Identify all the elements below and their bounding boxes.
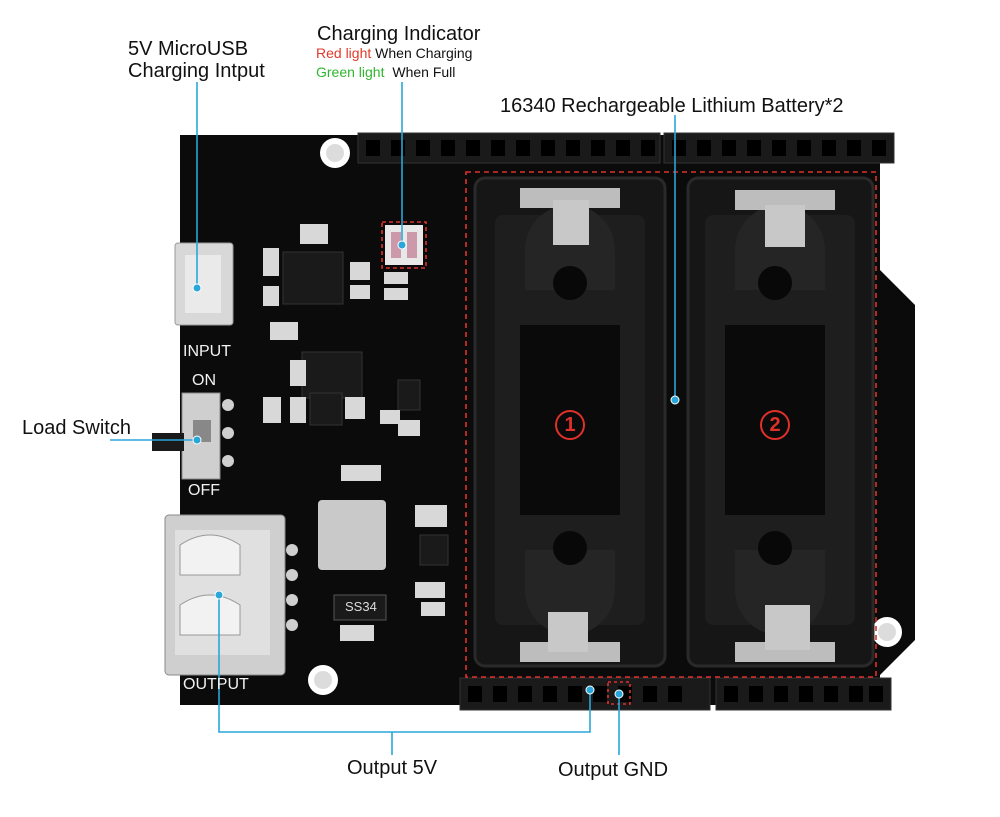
when-full-text: When Full: [392, 64, 456, 80]
green-light-text: Green light: [316, 64, 385, 80]
battery-slot-1-number: 1: [555, 410, 585, 440]
red-light-text: Red light: [316, 45, 372, 61]
silk-on: ON: [192, 372, 216, 389]
transistor: [419, 534, 449, 566]
transistor: [397, 379, 421, 411]
load-switch-lever: [152, 433, 184, 451]
silk-chip: SS34: [345, 599, 377, 614]
output-gnd-label: Output GND: [558, 759, 669, 781]
battery-area-box: [465, 171, 877, 678]
green-light-line: Green light When Full: [316, 64, 455, 80]
transistor: [309, 392, 343, 426]
header-pins-top: [366, 140, 886, 156]
usb-input-label: 5V MicroUSB Charging Intput: [128, 38, 265, 82]
charging-indicator-title: Charging Indicator: [317, 23, 481, 45]
battery-slot-2-number: 2: [760, 410, 790, 440]
output-5v-label: Output 5V: [347, 757, 438, 779]
header-top-left: [357, 132, 661, 164]
usb-input-label-line-1: 5V MicroUSB: [128, 38, 249, 60]
load-switch-label: Load Switch: [22, 417, 131, 439]
mounting-hole: [326, 144, 344, 162]
diode: [333, 594, 387, 621]
silk-output: OUTPUT: [183, 676, 249, 693]
mounting-hole: [314, 671, 332, 689]
battery-label: 16340 Rechargeable Lithium Battery*2: [500, 95, 844, 117]
red-light-line: Red light When Charging: [316, 45, 472, 61]
mounting-hole: [878, 623, 896, 641]
when-charging-text: When Charging: [375, 45, 473, 61]
callout-lines: [110, 82, 676, 755]
callout-dots: [192, 240, 680, 699]
boost-ic: [301, 351, 363, 399]
usb-input-label-line-2: Charging Intput: [128, 60, 265, 82]
led-box: [381, 221, 427, 269]
inductor: [318, 500, 386, 570]
charger-ic: [282, 251, 344, 305]
header-pins-bottom: [468, 686, 883, 702]
passive-components: [263, 224, 447, 641]
silk-input: INPUT: [183, 343, 231, 360]
silk-off: OFF: [188, 482, 220, 499]
